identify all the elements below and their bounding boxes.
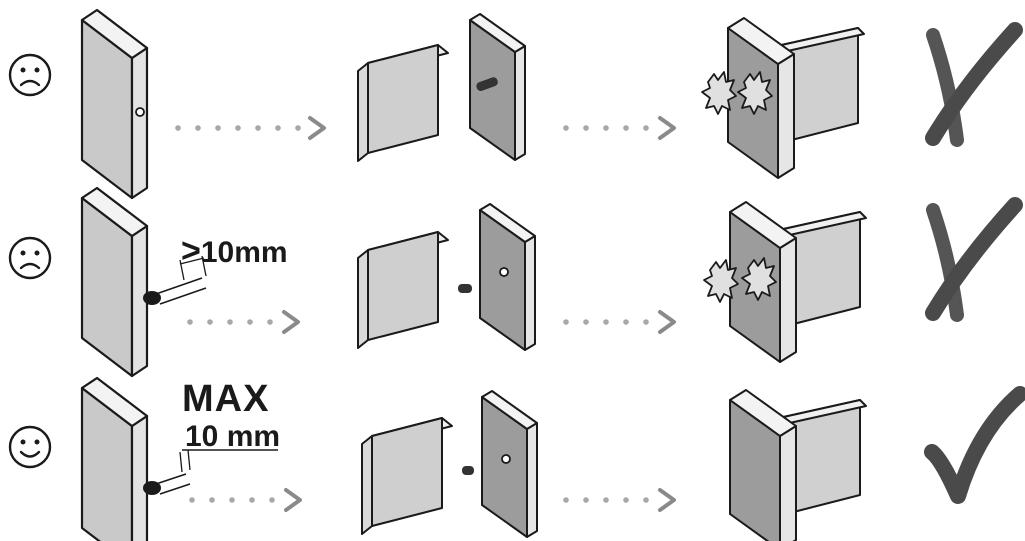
greater-than-sign: > xyxy=(181,232,201,270)
row-1 xyxy=(8,8,1023,200)
panel-with-hole xyxy=(80,8,149,200)
max-length-value: 10 mm xyxy=(185,420,281,453)
row-2 xyxy=(8,186,1023,378)
panel-with-short-dowel xyxy=(80,376,278,541)
dotted-arrow-icon xyxy=(173,116,326,140)
assembled-broken xyxy=(703,201,867,363)
board-with-hole xyxy=(481,390,538,538)
dowel-length-value: 10mm xyxy=(200,236,288,269)
dotted-arrow-icon xyxy=(561,116,676,140)
board-with-dowel xyxy=(357,231,472,349)
max-label: MAX xyxy=(182,378,270,420)
dotted-arrow-icon xyxy=(185,310,300,334)
cross-mark-icon xyxy=(925,22,1023,147)
dowel-too-long-label: >10mm xyxy=(181,232,288,271)
assembled-clean xyxy=(729,389,867,541)
check-mark-icon xyxy=(924,386,1025,504)
cross-mark-icon xyxy=(925,197,1023,322)
smiley-face-icon xyxy=(8,425,52,469)
panel-with-long-dowel xyxy=(80,186,207,378)
row-3 xyxy=(8,376,1025,541)
board-with-hole xyxy=(479,203,536,351)
dotted-arrow-icon xyxy=(187,488,302,512)
board-with-dowel xyxy=(361,417,474,535)
sad-face-icon xyxy=(8,53,52,97)
dotted-arrow-icon xyxy=(561,488,676,512)
assembled-broken xyxy=(701,17,865,179)
board-with-dowel xyxy=(469,13,526,161)
board-front xyxy=(357,44,449,162)
dotted-arrow-icon xyxy=(561,310,676,334)
sad-face-icon xyxy=(8,236,52,280)
